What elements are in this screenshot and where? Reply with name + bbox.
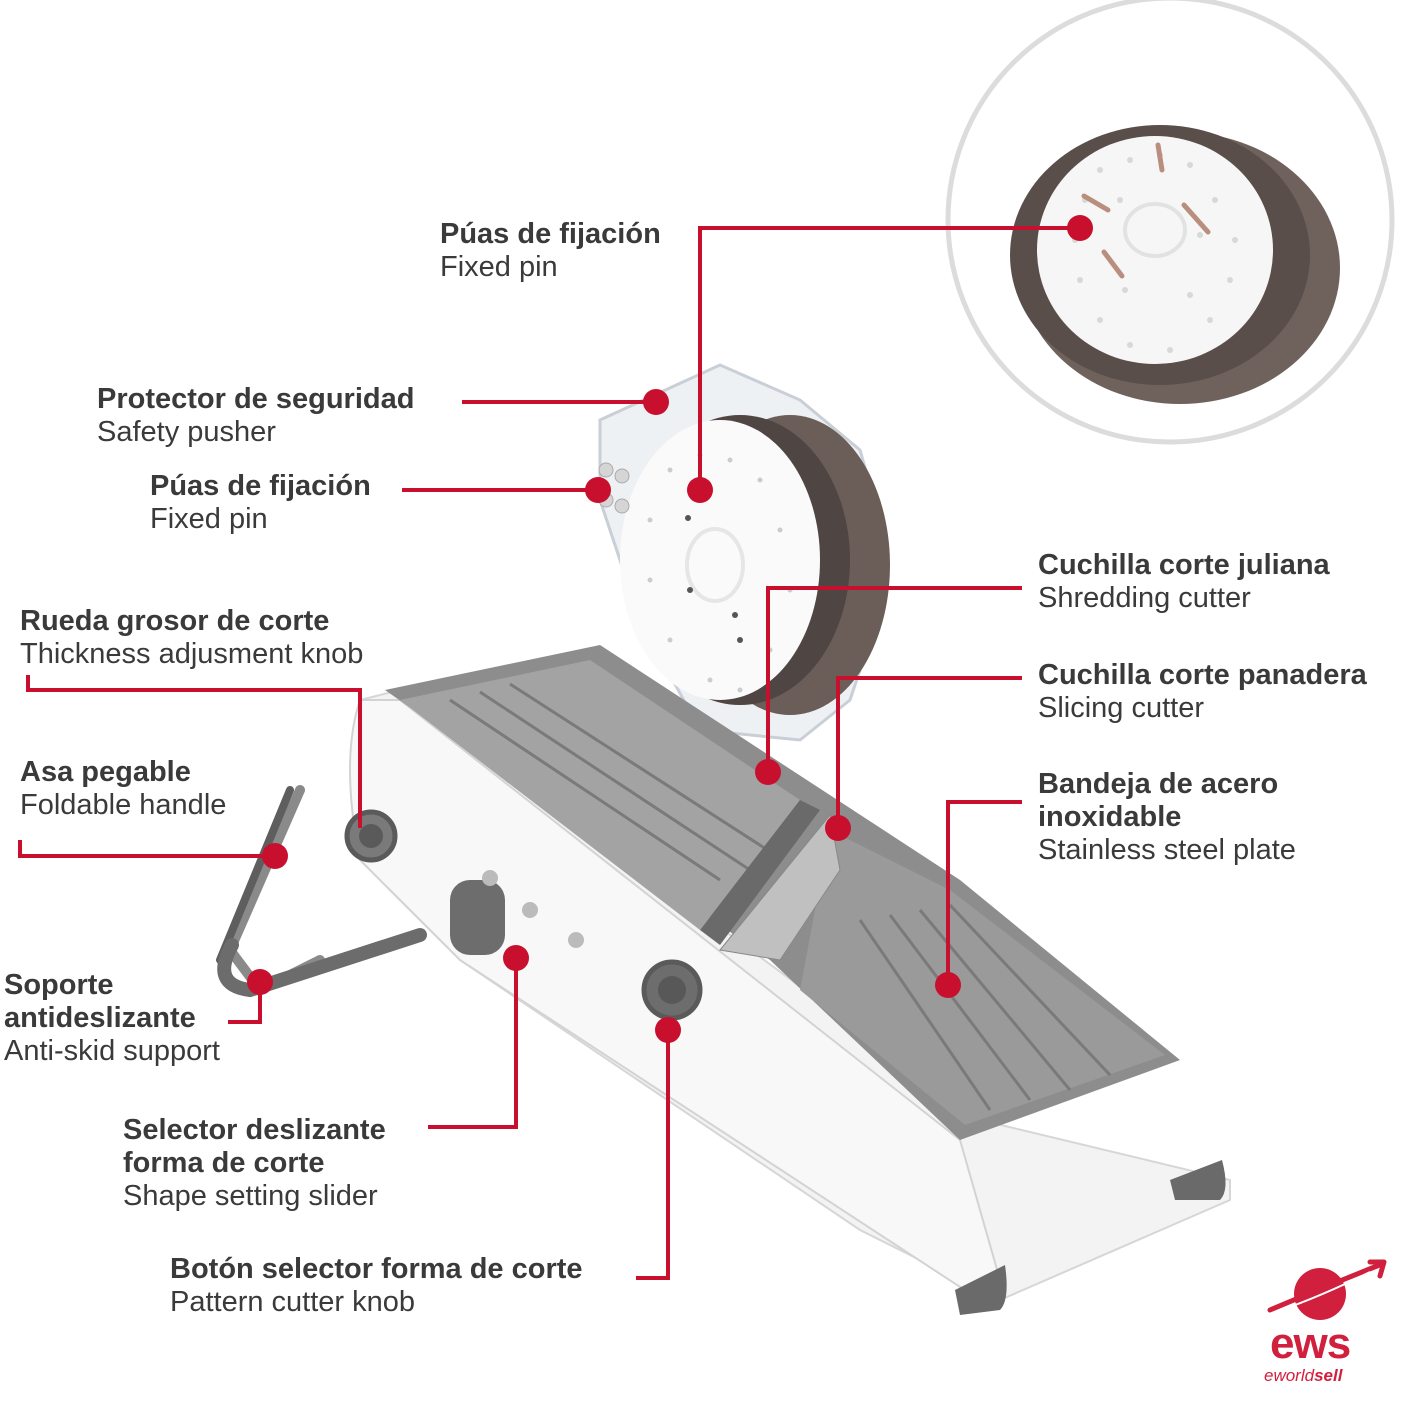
label-es: Cuchilla corte panadera <box>1038 659 1367 691</box>
label-en: Foldable handle <box>20 789 227 821</box>
label-es-line1: Soporte <box>4 969 114 1001</box>
brand-tagline: eworldsell <box>1264 1366 1342 1386</box>
label-es-line2: inoxidable <box>1038 801 1182 833</box>
label-en: Anti-skid support <box>4 1035 220 1067</box>
label-es: Botón selector forma de corte <box>170 1253 583 1285</box>
label-en: Shape setting slider <box>123 1180 378 1212</box>
mandoline-body <box>216 645 1231 1315</box>
label-fixed-pin-side: Púas de fijación Fixed pin <box>150 470 371 536</box>
brand-logo: ews eworldsell <box>1262 1258 1392 1393</box>
leader-lines <box>18 226 1080 1280</box>
label-en: Stainless steel plate <box>1038 834 1296 866</box>
label-en: Fixed pin <box>440 251 558 283</box>
label-en: Safety pusher <box>97 416 276 448</box>
label-es: Protector de seguridad <box>97 383 415 415</box>
label-slicing-cutter: Cuchilla corte panadera Slicing cutter <box>1038 659 1367 725</box>
label-shape-slider: Selector deslizante forma de corte Shape… <box>123 1114 386 1213</box>
label-es-line2: antideslizante <box>4 1002 196 1034</box>
planet-icon <box>1267 1259 1387 1320</box>
label-pattern-knob: Botón selector forma de corte Pattern cu… <box>170 1253 583 1319</box>
label-steel-plate: Bandeja de acero inoxidable Stainless st… <box>1038 768 1296 867</box>
label-es-line1: Bandeja de acero <box>1038 768 1279 800</box>
label-es: Púas de fijación <box>150 470 371 502</box>
label-thickness-knob: Rueda grosor de corte Thickness adjusmen… <box>20 605 363 671</box>
label-shredding-cutter: Cuchilla corte juliana Shredding cutter <box>1038 549 1330 615</box>
label-anti-skid: Soporte antideslizante Anti-skid support <box>4 969 220 1068</box>
label-es: Asa pegable <box>20 756 191 788</box>
label-es: Púas de fijación <box>440 218 661 250</box>
zoom-inset <box>945 0 1395 445</box>
label-es-line2: forma de corte <box>123 1147 325 1179</box>
callout-dots <box>247 215 1093 1043</box>
label-en: Shredding cutter <box>1038 582 1251 614</box>
brand-sub-bold: sell <box>1314 1366 1343 1385</box>
label-es: Cuchilla corte juliana <box>1038 549 1330 581</box>
label-foldable-handle: Asa pegable Foldable handle <box>20 756 226 822</box>
label-en: Thickness adjusment knob <box>20 638 364 670</box>
label-en: Pattern cutter knob <box>170 1286 416 1318</box>
label-fixed-pin-top: Púas de fijación Fixed pin <box>440 218 661 284</box>
brand-name: ews <box>1270 1319 1351 1368</box>
label-safety-pusher: Protector de seguridad Safety pusher <box>97 383 414 449</box>
label-es: Rueda grosor de corte <box>20 605 330 637</box>
brand-sub-regular: eworld <box>1264 1366 1315 1385</box>
label-en: Slicing cutter <box>1038 692 1205 724</box>
label-en: Fixed pin <box>150 503 268 535</box>
label-es-line1: Selector deslizante <box>123 1114 386 1146</box>
